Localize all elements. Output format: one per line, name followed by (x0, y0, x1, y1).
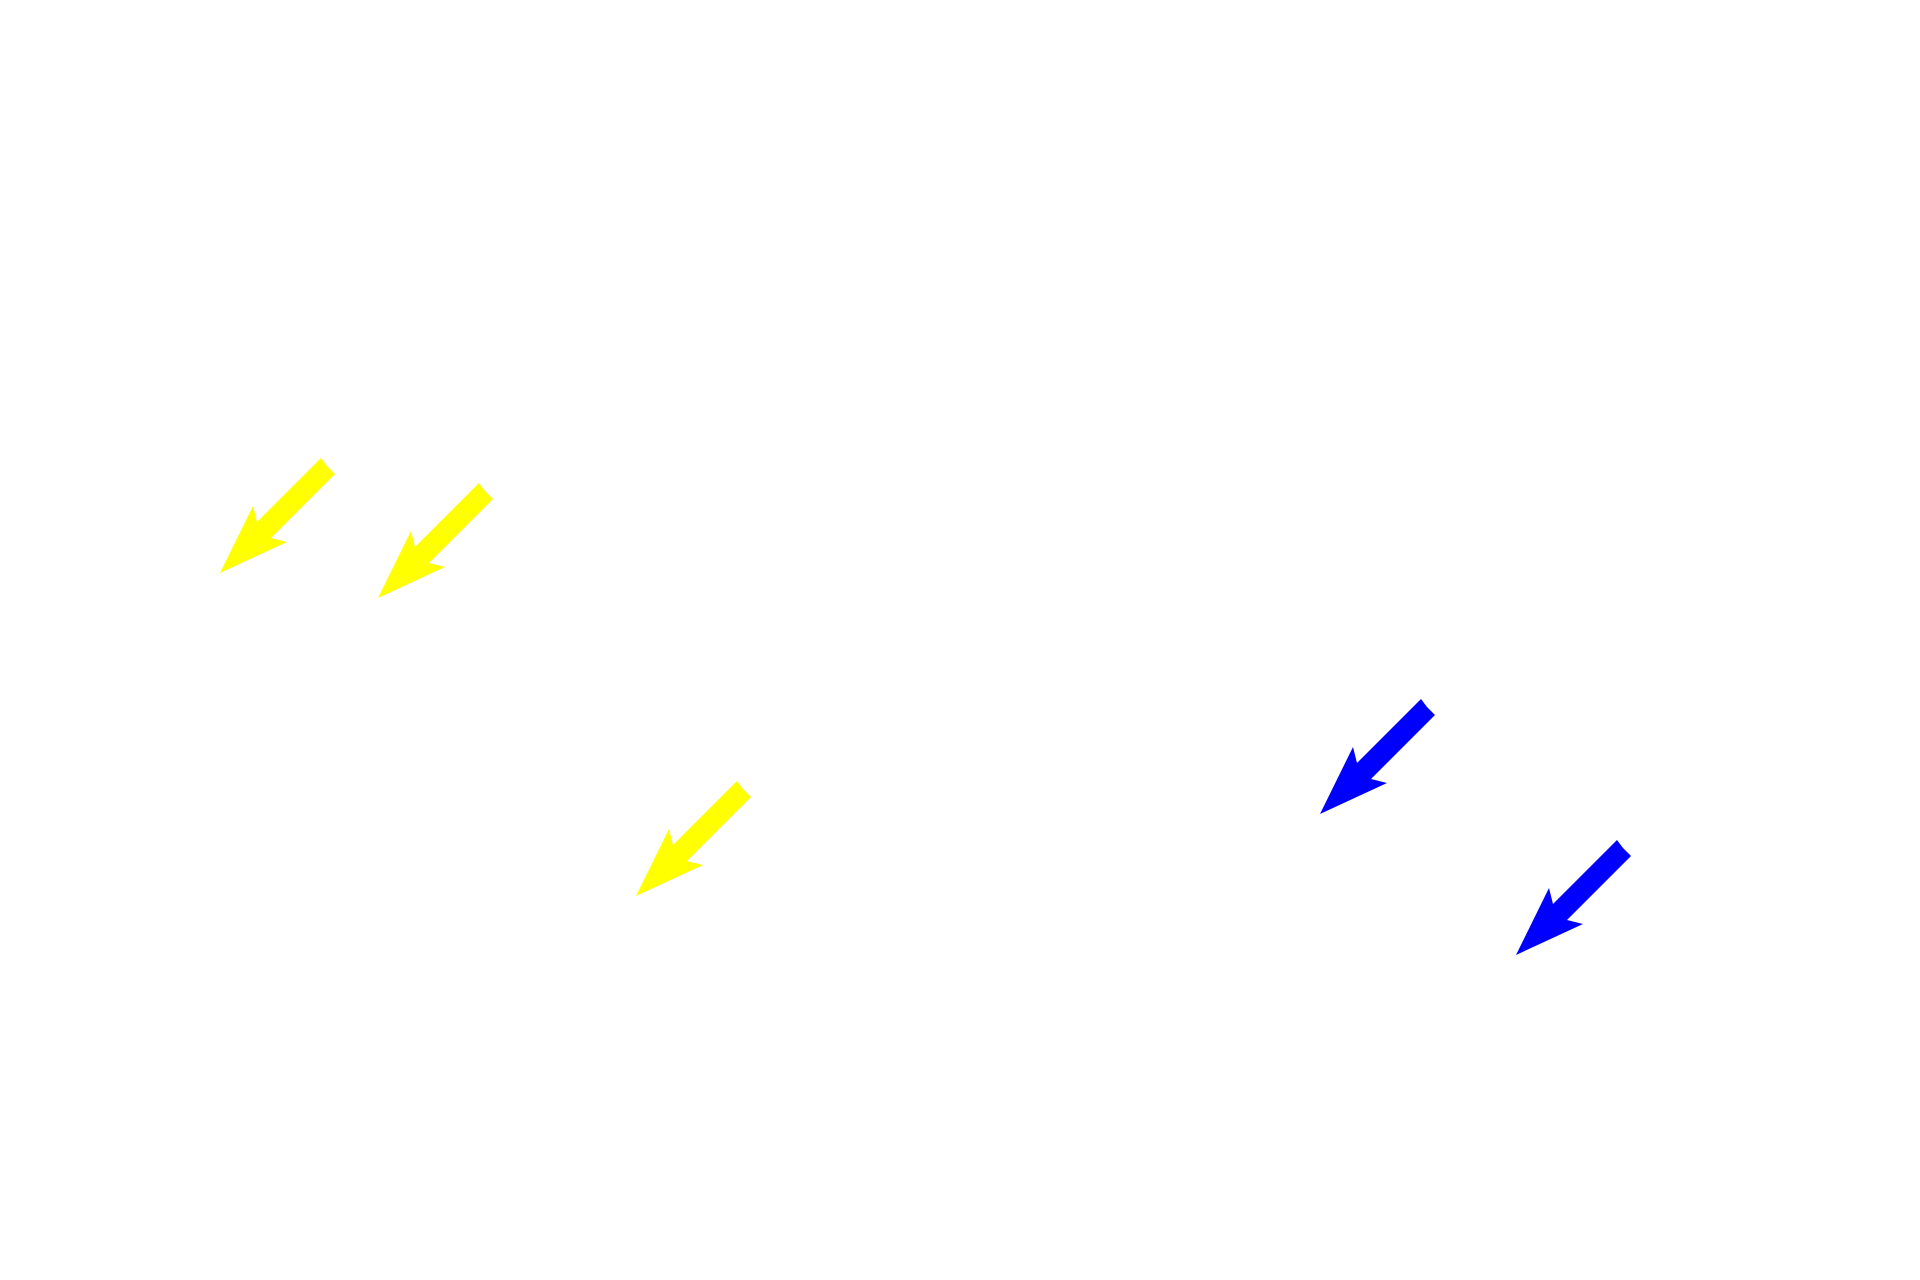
yellow-arrow-icon (636, 781, 751, 896)
blue-arrow-icon (1320, 699, 1435, 814)
arrow-layer (220, 458, 1631, 955)
yellow-arrow-icon (220, 458, 335, 573)
blue-arrow-icon (1516, 840, 1631, 955)
yellow-arrow-icon (378, 483, 493, 598)
